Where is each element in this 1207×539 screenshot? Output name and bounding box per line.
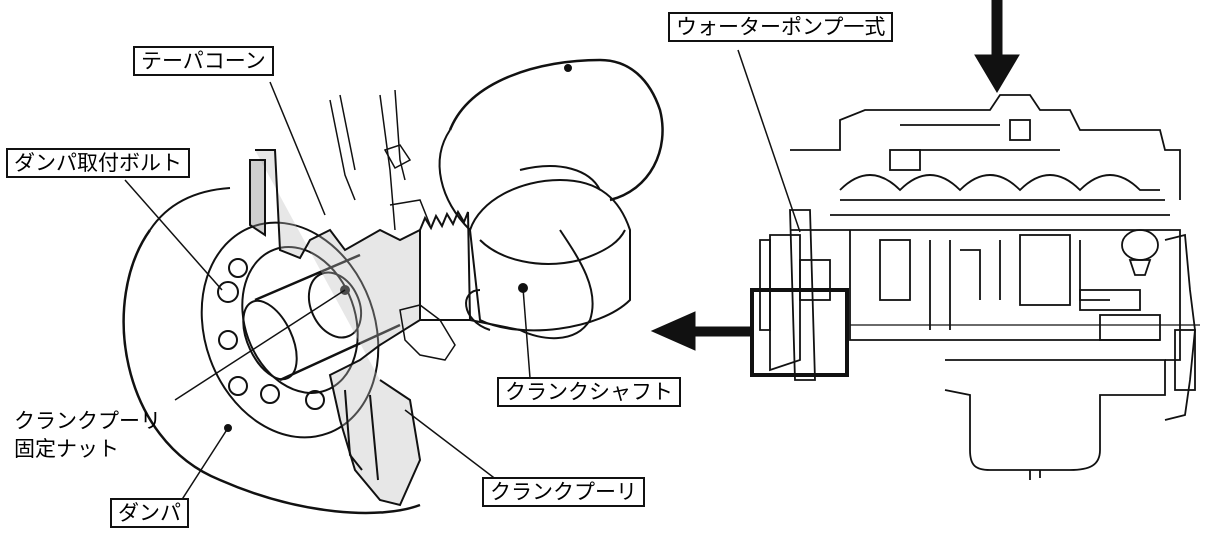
label-pulley-nut-line2: 固定ナット: [14, 437, 119, 461]
label-pulley-nut-line1: クランクプーリ: [14, 409, 161, 433]
leader-taper-cone: [269, 81, 326, 216]
pulley-section: [255, 149, 422, 507]
leader-pulley-nut: [174, 289, 346, 401]
crankshaft-body: [468, 178, 631, 332]
label-crankshaft: クランクシャフト: [497, 377, 681, 407]
label-damper-bolt: ダンパ取付ボルト: [6, 148, 190, 178]
engine-side-view: [759, 94, 1200, 480]
label-taper-cone: テーパコーン: [133, 46, 274, 76]
leader-water-pump: [737, 49, 801, 233]
damper-disc: [122, 229, 421, 515]
water-pump-highlight-box: [750, 288, 849, 377]
label-crank-pulley: クランクプーリ: [482, 477, 645, 507]
label-water-pump: ウォーターポンプ一式: [668, 12, 894, 42]
left-arrow: [650, 311, 751, 351]
leader-crankshaft: [522, 287, 531, 379]
down-arrow: [974, 0, 1020, 93]
shaft-hub: [254, 253, 401, 382]
leader-crank-pulley: [404, 409, 511, 491]
leader-damper-bolt: [124, 179, 223, 291]
timing-gear: [419, 209, 472, 321]
label-damper: ダンパ: [110, 498, 189, 528]
damper-bolt-1: [217, 281, 239, 303]
crank-counterweight: [469, 229, 594, 340]
